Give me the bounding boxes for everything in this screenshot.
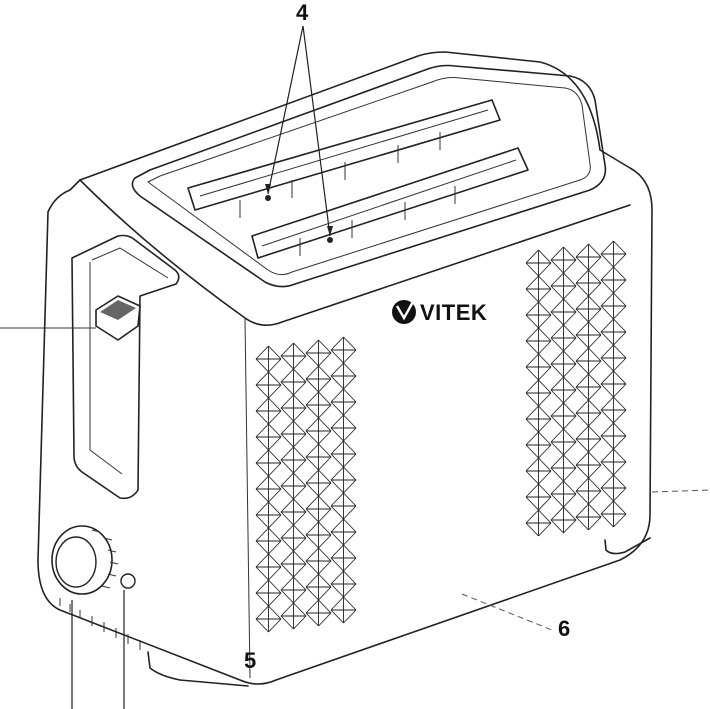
vitek-logo: VITEK (392, 299, 487, 325)
decorative-pattern-left (255, 336, 357, 633)
brand-name: VITEK (420, 300, 487, 325)
toaster-body (37, 51, 653, 687)
cancel-button[interactable] (120, 573, 136, 589)
browning-knob[interactable] (51, 525, 119, 595)
callout-6-label: 6 (558, 616, 570, 641)
callout-5: 5 (244, 648, 256, 673)
lever-recess (71, 234, 180, 500)
callout-5-label: 5 (244, 648, 256, 673)
callout-4: 4 (265, 0, 333, 237)
bread-lever[interactable] (0, 295, 141, 341)
callout-4-label: 4 (296, 0, 309, 25)
callout-6: 6 (461, 593, 570, 641)
base-vents (59, 598, 141, 650)
decorative-pattern-right (525, 240, 627, 537)
bread-slot-rear (187, 99, 501, 218)
bread-slot-front (251, 147, 529, 259)
